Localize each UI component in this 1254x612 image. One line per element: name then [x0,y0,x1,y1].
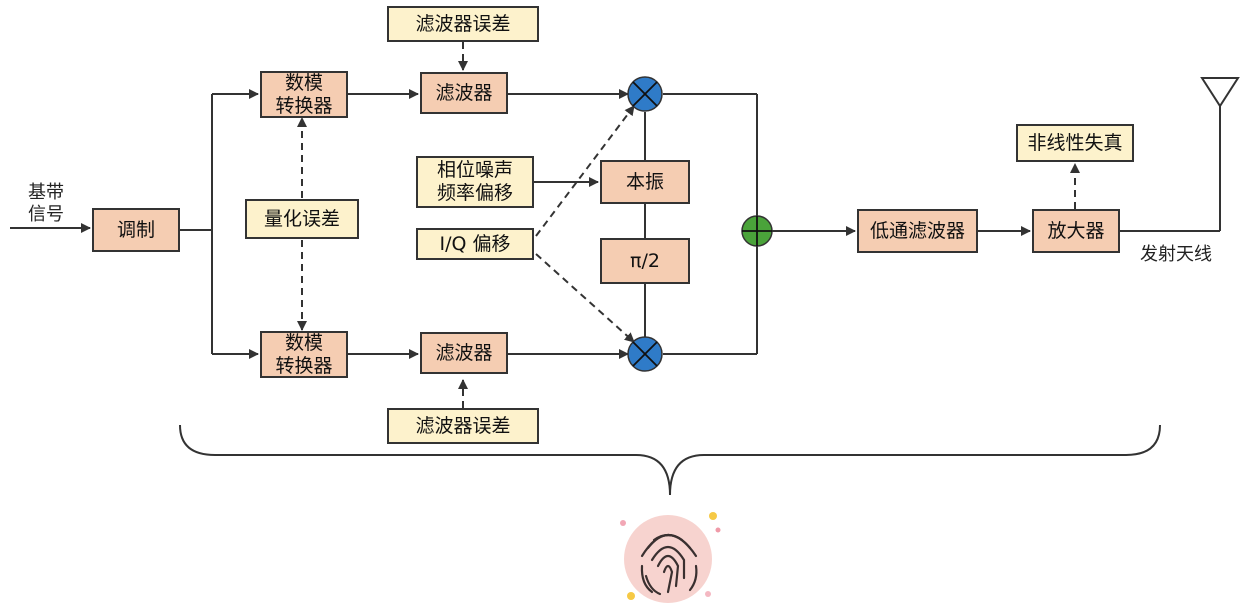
dac-bottom-block: 数模 转换器 [260,331,348,378]
filter-error-top-box: 滤波器误差 [387,6,539,42]
filter-error-bottom-box: 滤波器误差 [387,408,539,444]
iq-offset-box: I/Q 偏移 [416,228,534,260]
mixer-top [627,76,663,112]
adder [741,215,773,247]
phase-shift-block: π/2 [600,238,690,284]
modulator-block: 调制 [92,208,180,252]
baseband-input-label: 基带 信号 [28,182,64,225]
mixer-bottom [627,336,663,372]
local-oscillator-block: 本振 [600,160,690,204]
antenna-label: 发射天线 [1140,244,1212,265]
filter-bottom-block: 滤波器 [420,332,508,374]
lowpass-filter-block: 低通滤波器 [857,209,978,253]
phase-noise-box: 相位噪声 频率偏移 [416,156,534,208]
nonlinear-distortion-box: 非线性失真 [1016,124,1134,162]
fingerprint-icon [620,512,721,603]
quantization-error-box: 量化误差 [245,199,359,239]
antenna-icon [1200,77,1240,108]
dac-top-block: 数模 转换器 [260,71,348,118]
brace [179,424,1161,496]
amplifier-block: 放大器 [1032,209,1120,253]
filter-top-block: 滤波器 [420,72,508,114]
